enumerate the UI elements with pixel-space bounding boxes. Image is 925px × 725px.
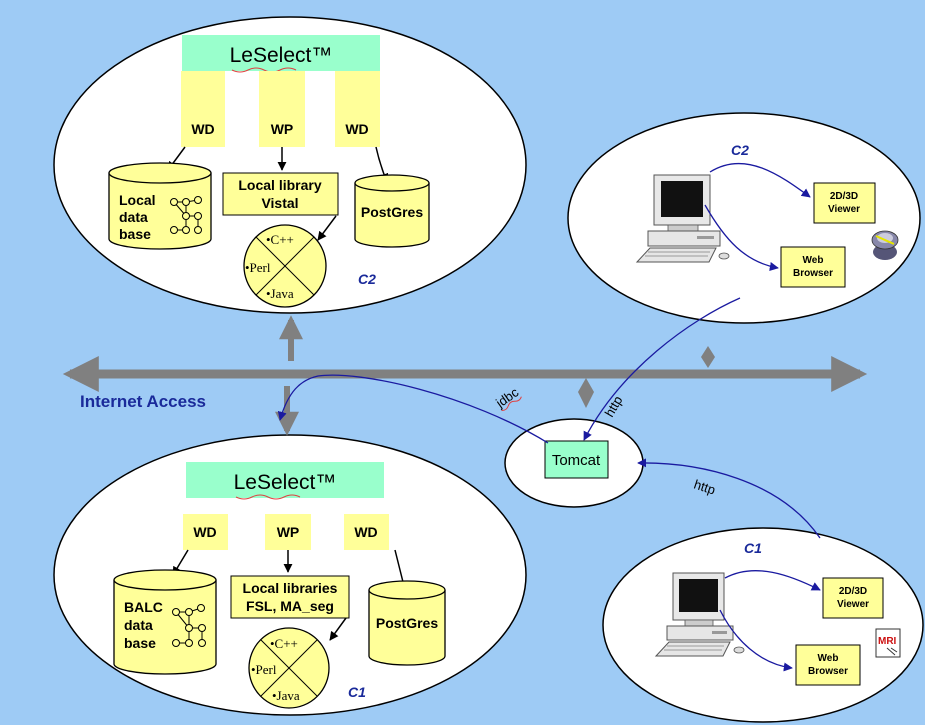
client-top-group: C2 2D/3D Viewer Web Browser: [567, 112, 921, 324]
client-top-browser-box: [780, 246, 846, 288]
client-top-browser-line-1: Web: [803, 255, 824, 266]
client-top-viewer-line-2: Viewer: [828, 204, 860, 215]
mri-logo-icon: MRI: [875, 628, 901, 658]
bottom-lang-cpp: •C++: [270, 636, 298, 651]
top-postgres-cylinder: PostGres: [354, 174, 430, 248]
bottom-db-line-2: data: [124, 617, 153, 633]
bottom-wd-left-label: WD: [193, 524, 216, 540]
bottom-wd-right-label: WD: [354, 524, 377, 540]
tomcat-group: Tomcat: [504, 418, 644, 508]
bottom-wd-right-box: [344, 514, 389, 550]
brain-3d-icon: [871, 230, 899, 260]
client-bottom-ellipse: [602, 527, 924, 723]
client-bottom-label: C1: [744, 540, 762, 556]
client-top-browser-line-2: Browser: [793, 268, 833, 279]
top-db-line-3: base: [119, 226, 151, 242]
client-top-viewer-box: [813, 182, 876, 224]
top-lang-perl: •Perl: [245, 260, 271, 275]
bottom-lang-java: •Java: [272, 688, 300, 703]
top-library-line-2: Vistal: [261, 195, 298, 211]
bottom-languages-circle: •C++ •Perl •Java: [248, 627, 330, 709]
bottom-wd-left-box: [183, 514, 228, 550]
top-library-box: [222, 172, 339, 216]
top-wp-box: [259, 71, 305, 147]
bottom-library-line-1: Local libraries: [243, 580, 338, 596]
top-leselect-title: LeSelect™: [230, 44, 333, 67]
bottom-leselect-title: LeSelect™: [234, 471, 337, 494]
http-bottom-connection: [637, 458, 821, 539]
client-top-viewer-line-1: 2D/3D: [830, 191, 858, 202]
http-top-connection: [583, 297, 741, 441]
bottom-postgres-label: PostGres: [376, 615, 438, 631]
computer-icon: [654, 572, 745, 657]
bottom-site-group: LeSelect™ WD WP WD BALC data base: [53, 434, 527, 716]
bottom-leselect-box: [186, 462, 384, 498]
computer-icon: [635, 174, 730, 263]
client-bottom-viewer-line-2: Viewer: [837, 599, 869, 610]
top-site-group: LeSelect™ WD WP WD Local data base: [53, 16, 527, 314]
top-wp-label: WP: [271, 121, 294, 137]
top-wd-left-label: WD: [191, 121, 214, 137]
client-top-label: C2: [731, 142, 749, 158]
client-bottom-group: C1 2D/3D Viewer Web Browser MRI: [602, 527, 924, 723]
top-wd-left-box: [181, 110, 225, 147]
top-db-graph-icon: [170, 196, 202, 234]
internet-backbone: [62, 315, 868, 436]
bottom-database-cylinder: BALC data base: [113, 569, 217, 675]
tomcat-box: [544, 440, 609, 479]
internet-access-label: Internet Access: [80, 392, 206, 411]
client-bottom-viewer-box: [822, 577, 884, 619]
top-wd-right-box: [335, 71, 380, 147]
top-database-cylinder: Local data base: [108, 162, 212, 250]
top-db-line-2: data: [119, 209, 148, 225]
tomcat-label: Tomcat: [552, 452, 601, 469]
bottom-postgres-cylinder: PostGres: [368, 580, 446, 666]
top-leselect-box: [182, 35, 380, 71]
jdbc-connection: [277, 374, 549, 444]
top-lang-cpp: •C++: [266, 232, 294, 247]
client-bottom-browser-line-1: Web: [818, 653, 839, 664]
http-bottom-label: http: [692, 477, 717, 498]
top-postgres-label: PostGres: [361, 204, 423, 220]
top-languages-circle: •C++ •Perl •Java: [243, 224, 327, 308]
top-lang-java: •Java: [266, 286, 294, 301]
bottom-site-label: C1: [348, 684, 366, 700]
client-bottom-browser-line-2: Browser: [808, 666, 848, 677]
bottom-library-box: [230, 575, 350, 619]
mri-logo-text: MRI: [878, 636, 897, 647]
bottom-lang-perl: •Perl: [251, 662, 277, 677]
bottom-db-graph-icon: [172, 604, 206, 647]
bottom-db-line-3: base: [124, 635, 156, 651]
bottom-db-line-1: BALC: [124, 599, 163, 615]
top-site-label: C2: [358, 271, 376, 287]
client-bottom-browser-box: [795, 644, 861, 686]
top-db-line-1: Local: [119, 192, 156, 208]
bottom-library-line-2: FSL, MA_seg: [246, 598, 334, 614]
client-bottom-viewer-line-1: 2D/3D: [839, 586, 867, 597]
top-library-line-1: Local library: [238, 177, 321, 193]
bottom-wp-label: WP: [277, 524, 300, 540]
top-wd-right-label: WD: [345, 121, 368, 137]
bottom-wp-box: [265, 514, 311, 550]
